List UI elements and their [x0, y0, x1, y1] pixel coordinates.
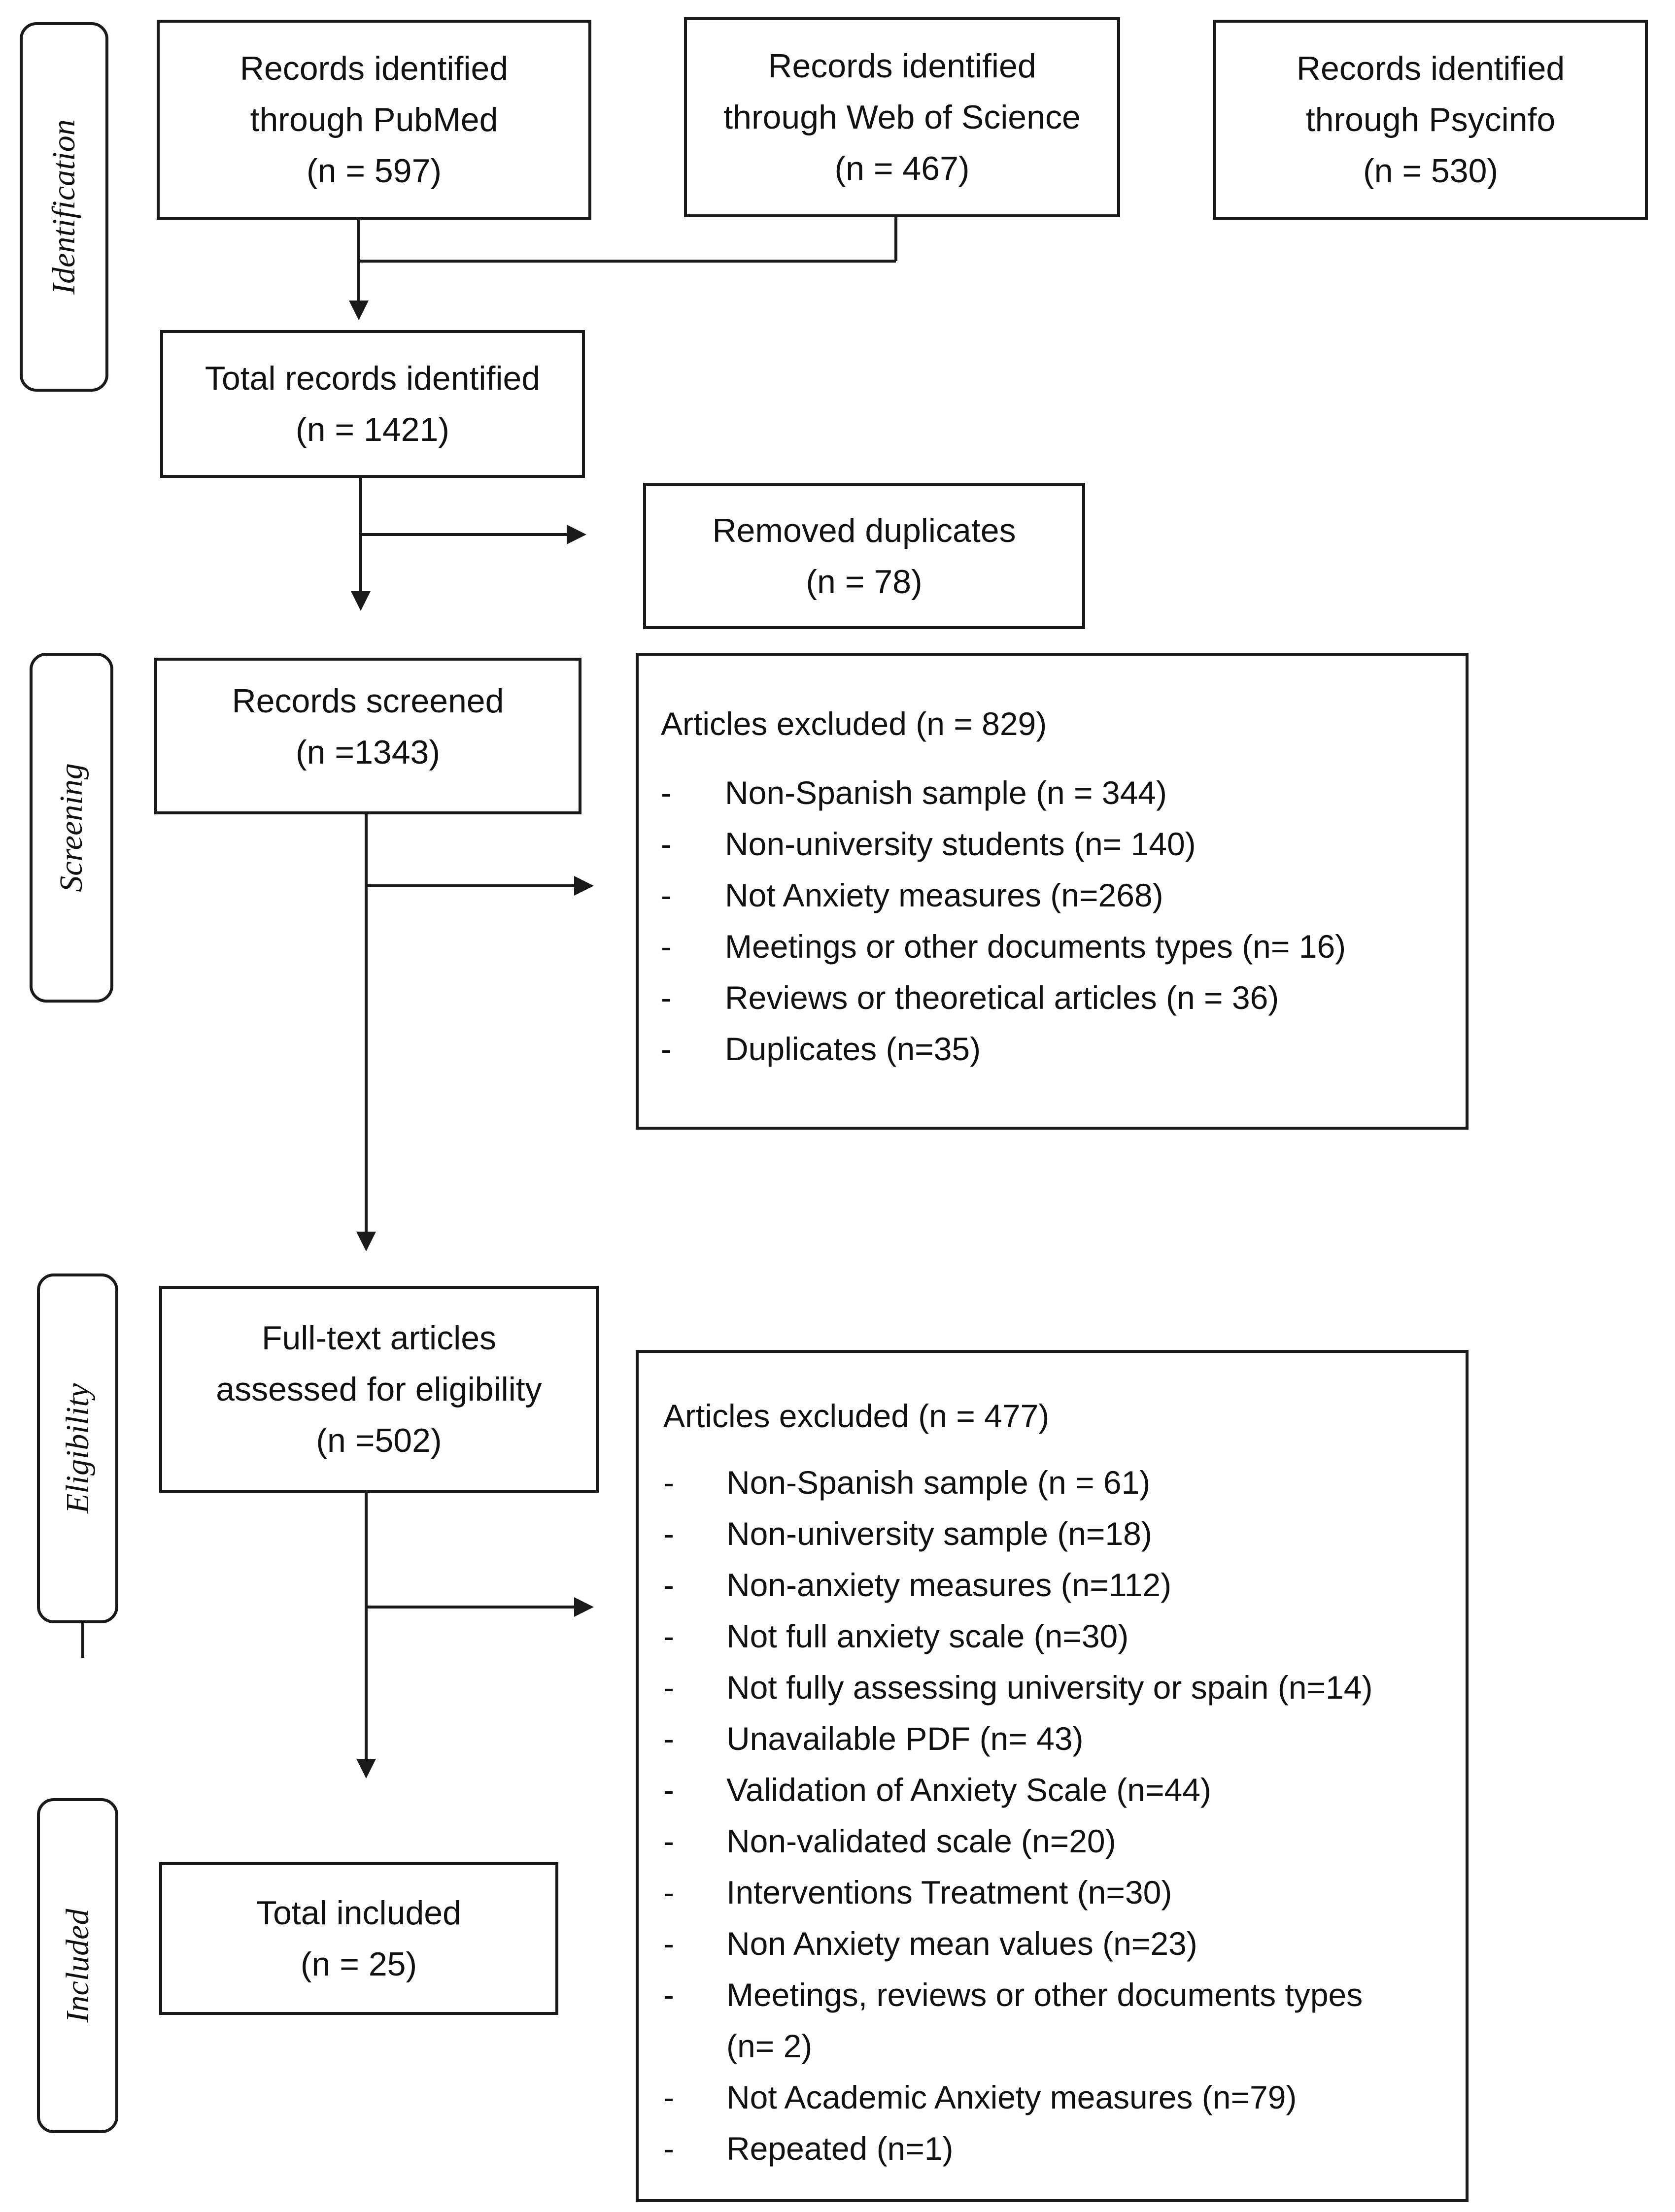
screening-exclusions-box: Articles excluded (n = 829) - Non-Spanish… — [636, 653, 1469, 1130]
list-dash: - — [663, 1567, 674, 1603]
list-item-text: Reviews or theoretical articles (n = 36) — [725, 979, 1279, 1016]
list-item-text: Non Anxiety mean values (n=23) — [726, 1925, 1197, 1962]
psycinfo-line-2: through Psycinfo — [1305, 101, 1556, 138]
wos-line-2: through Web of Science — [723, 99, 1081, 136]
list-item-text: Not Anxiety measures (n=268) — [725, 877, 1163, 913]
psycinfo-count: (n = 530) — [1363, 152, 1499, 190]
list-item-text: Non-university sample (n=18) — [726, 1515, 1152, 1552]
list-item-text: Repeated (n=1) — [726, 2130, 954, 2167]
psycinfo-line-1: Records identified — [1296, 50, 1565, 87]
list-dash: - — [663, 1464, 674, 1501]
list-item-text: Validation of Anxiety Scale (n=44) — [726, 1772, 1211, 1808]
total-included-label: Total included — [256, 1894, 461, 1932]
fulltext-count: (n =502) — [316, 1422, 442, 1459]
list-dash: - — [661, 774, 672, 811]
list-dash: - — [663, 1618, 674, 1654]
pubmed-count: (n = 597) — [306, 152, 442, 190]
list-item-text: Non-university students (n= 140) — [725, 826, 1196, 862]
list-item-text: Unavailable PDF (n= 43) — [726, 1720, 1084, 1757]
list-dash: - — [661, 1031, 672, 1067]
list-dash: - — [663, 1515, 674, 1552]
list-item-text: (n= 2) — [726, 2028, 813, 2064]
fulltext-line-1: Full-text articles — [261, 1319, 497, 1357]
list-item-text: Not Academic Anxiety measures (n=79) — [726, 2079, 1297, 2115]
stage-eligibility-label: Eligibility — [59, 1383, 96, 1513]
list-dash: - — [663, 1977, 674, 2013]
list-dash: - — [663, 2079, 674, 2115]
wos-line-1: Records identified — [768, 47, 1036, 85]
arrow-to-eligibility-exclusions — [574, 1597, 594, 1617]
eligibility-exclusions-title: Articles excluded (n = 477) — [663, 1398, 1050, 1434]
list-dash: - — [663, 1874, 674, 1910]
pubmed-line-1: Records identified — [239, 50, 509, 87]
list-item-text: Non-validated scale (n=20) — [726, 1823, 1116, 1859]
list-dash: - — [661, 928, 672, 965]
removed-duplicates-count: (n = 78) — [806, 563, 923, 601]
list-item-text: Non-anxiety measures (n=112) — [726, 1567, 1172, 1603]
wos-records-box: Records identified through Web of Scienc… — [684, 17, 1120, 217]
pubmed-records-box: Records identified through PubMed (n = 5… — [157, 20, 591, 220]
list-item-text: Meetings, reviews or other documents typ… — [726, 1977, 1363, 2013]
list-dash: - — [661, 877, 672, 913]
removed-duplicates-box: Removed duplicates (n = 78) — [643, 483, 1085, 629]
stage-included: Included — [37, 1798, 118, 2133]
list-dash: - — [663, 1720, 674, 1757]
total-included-count: (n = 25) — [300, 1945, 417, 1983]
wos-count: (n = 467) — [834, 150, 970, 187]
arrow-to-screening-exclusions — [574, 876, 594, 896]
list-dash: - — [663, 1823, 674, 1859]
total-identified-label: Total records identified — [205, 360, 541, 397]
stage-included-label: Included — [59, 1909, 96, 2023]
fulltext-line-2: assessed for eligibility — [216, 1371, 542, 1408]
list-dash: - — [663, 2130, 674, 2167]
list-item-text: Meetings or other documents types (n= 16… — [725, 928, 1346, 965]
removed-duplicates-label: Removed duplicates — [712, 511, 1016, 549]
list-item-text: Non-Spanish sample (n = 61) — [726, 1464, 1151, 1501]
stage-eligibility: Eligibility — [37, 1274, 118, 1623]
stage-screening: Screening — [30, 653, 113, 1003]
fulltext-assessed-box: Full-text articles assessed for eligibil… — [159, 1286, 599, 1493]
list-item-text: Interventions Treatment (n=30) — [726, 1874, 1172, 1910]
stage-identification-label: Identification — [46, 119, 82, 295]
total-identified-box: Total records identified (n = 1421) — [160, 330, 585, 478]
list-item-text: Not full anxiety scale (n=30) — [726, 1618, 1129, 1654]
psycinfo-records-box: Records identified through Psycinfo (n =… — [1213, 20, 1648, 220]
pubmed-line-2: through PubMed — [250, 101, 498, 138]
arrow-to-duplicates — [567, 525, 586, 544]
records-screened-count: (n =1343) — [296, 734, 440, 771]
list-item-text: Not fully assessing university or spain … — [726, 1669, 1373, 1706]
records-screened-box: Records screened (n =1343) — [154, 658, 581, 814]
eligibility-exclusions-box: Articles excluded (n = 477) - Non-Spanish… — [636, 1350, 1469, 2202]
arrow-to-total — [349, 301, 369, 320]
list-dash: - — [663, 1772, 674, 1808]
stage-screening-label: Screening — [53, 763, 89, 892]
screening-exclusions-title: Articles excluded (n = 829) — [661, 705, 1047, 742]
list-dash: - — [661, 826, 672, 862]
total-identified-count: (n = 1421) — [296, 411, 449, 448]
list-dash: - — [661, 979, 672, 1016]
list-dash: - — [663, 1925, 674, 1962]
total-included-box: Total included (n = 25) — [159, 1862, 558, 2015]
stage-identification: Identification — [20, 22, 108, 392]
records-screened-label: Records screened — [232, 682, 504, 720]
list-dash: - — [663, 1669, 674, 1706]
arrow-to-fulltext — [356, 1232, 376, 1251]
arrow-to-included — [356, 1759, 376, 1778]
list-item-text: Non-Spanish sample (n = 344) — [725, 774, 1167, 811]
list-item-text: Duplicates (n=35) — [725, 1031, 981, 1067]
arrow-to-screened — [351, 591, 371, 611]
